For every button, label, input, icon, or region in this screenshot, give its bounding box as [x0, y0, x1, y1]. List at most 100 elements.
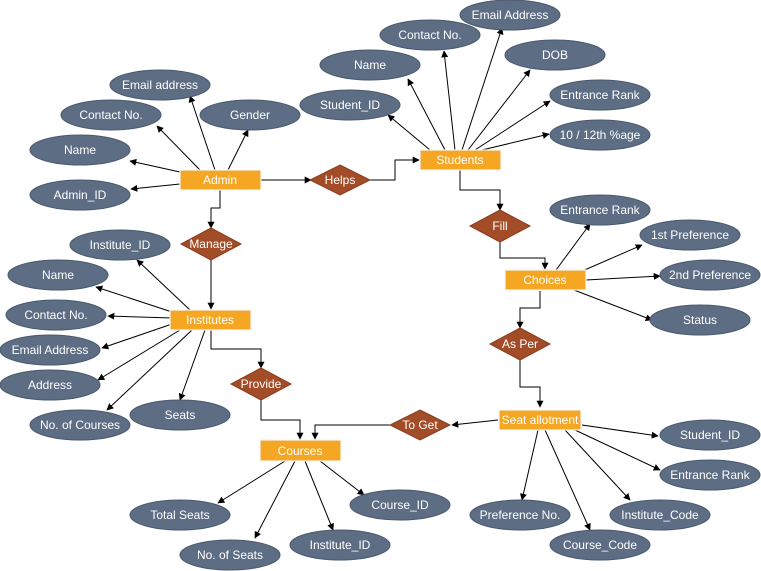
attr-label: Seats — [165, 408, 196, 422]
attr-students-dob: DOB — [504, 39, 606, 71]
rel-provide: Provide — [229, 367, 293, 401]
entities: Admin Students Institutes Choices Seat a… — [169, 149, 587, 462]
attr-label: 1st Preference — [651, 228, 729, 242]
attr-inst-address: Address — [0, 369, 101, 401]
relationships: Helps Fill Manage As Per Provide To Get — [179, 164, 552, 441]
attr-students-id: Student_ID — [299, 89, 401, 121]
attr-label: Course_ID — [371, 498, 429, 512]
edge-inst-id — [136, 259, 191, 311]
edge-students-name — [407, 78, 446, 151]
attr-inst-id: Institute_ID — [69, 229, 171, 261]
edge-seat-course-code — [544, 429, 591, 531]
attr-label: Total Seats — [150, 508, 209, 522]
entity-students: Students — [419, 149, 502, 171]
rel-label: Provide — [241, 377, 282, 391]
edge-courses-inst-id — [304, 460, 334, 531]
edge-choices-pref1 — [579, 244, 643, 273]
edge-seat-inst-code — [564, 429, 631, 501]
entity-label: Courses — [278, 444, 323, 458]
attr-label: Preference No. — [480, 508, 561, 522]
attr-inst-courses: No. of Courses — [29, 409, 131, 441]
edge-courses-seats — [254, 460, 296, 539]
attr-students-percent: 10 / 12th %age — [549, 119, 651, 151]
attr-seat-rank: Entrance Rank — [659, 459, 761, 491]
rel-as-per: As Per — [488, 327, 552, 361]
attr-label: Entrance Rank — [670, 468, 750, 482]
edge-seat-student-id — [581, 424, 659, 439]
attr-label: Address — [28, 378, 72, 392]
attr-label: Institute_Code — [621, 508, 699, 522]
rel-manage: Manage — [179, 227, 243, 261]
attr-label: Contact No. — [79, 108, 142, 122]
edge-students-email — [461, 27, 504, 151]
rel-fill: Fill — [468, 209, 532, 243]
attr-students-rank: Entrance Rank — [549, 79, 651, 111]
edge-admin-email — [188, 95, 216, 171]
edge-fill-choices — [499, 242, 549, 270]
attr-label: Student_ID — [680, 428, 740, 442]
entity-label: Choices — [523, 273, 566, 287]
attr-label: Email Address — [12, 343, 89, 357]
attr-choices-rank: Entrance Rank — [549, 194, 651, 226]
attr-label: DOB — [542, 48, 568, 62]
attr-choices-status: Status — [649, 304, 751, 336]
rel-label: Fill — [492, 219, 507, 233]
edge-students-fill — [459, 170, 504, 211]
edge-inst-contact — [107, 312, 173, 320]
rel-to-get: To Get — [388, 409, 452, 441]
rel-label: Manage — [189, 237, 233, 251]
rel-helps: Helps — [308, 164, 372, 196]
attr-label: Contact No. — [24, 308, 87, 322]
attr-courses-total: Total Seats — [129, 499, 231, 531]
edge-admin-gender — [227, 129, 249, 171]
edge-inst-seats — [178, 329, 206, 401]
attr-label: Gender — [230, 108, 270, 122]
attr-courses-seats: No. of Seats — [179, 539, 281, 571]
attr-label: Entrance Rank — [560, 88, 640, 102]
entity-institutes: Institutes — [169, 309, 252, 331]
attr-label: 10 / 12th %age — [560, 128, 641, 142]
rel-label: Helps — [325, 173, 356, 187]
attr-admin-email: Email address — [109, 69, 211, 101]
attr-label: Student_ID — [320, 98, 380, 112]
attr-label: Institute_ID — [310, 538, 371, 552]
edge-admin-contact — [156, 125, 201, 171]
attr-label: Admin_ID — [54, 188, 107, 202]
attr-admin-gender: Gender — [199, 99, 301, 131]
entity-choices: Choices — [504, 269, 587, 291]
edge-asper-seat — [519, 360, 544, 408]
attr-courses-id: Course_ID — [349, 489, 451, 521]
edge-students-dob — [467, 69, 531, 151]
edge-students-id — [387, 114, 431, 151]
edge-choices-pref2 — [585, 272, 661, 281]
attr-label: No. of Seats — [197, 548, 263, 562]
edge-seat-rank — [574, 429, 661, 471]
edge-students-rank — [474, 100, 551, 151]
attr-label: Name — [64, 143, 96, 157]
attr-inst-email: Email Address — [0, 334, 101, 366]
attr-choices-pref1: 1st Preference — [639, 219, 741, 251]
attr-students-email: Email Address — [459, 0, 561, 31]
attr-seat-inst-code: Institute_Code — [609, 499, 711, 531]
attr-admin-id: Admin_ID — [29, 179, 131, 211]
attr-label: Email address — [122, 78, 198, 92]
rel-label: As Per — [502, 337, 538, 351]
edge-inst-courses — [106, 329, 193, 411]
entity-label: Students — [436, 153, 483, 167]
edge-courses-total — [217, 460, 286, 504]
attr-inst-seats: Seats — [129, 399, 231, 431]
edge-choices-asper — [516, 291, 541, 329]
edge-provide-courses — [260, 400, 304, 440]
edge-admin-manage — [207, 190, 221, 229]
edge-choices-status — [573, 289, 653, 322]
rel-label: To Get — [402, 418, 438, 432]
edge-choices-rank — [555, 223, 591, 271]
attr-label: Entrance Rank — [560, 203, 640, 217]
edge-inst-address — [97, 329, 181, 381]
attr-seat-student-id: Student_ID — [659, 419, 761, 451]
entity-courses: Courses — [259, 439, 342, 462]
edge-toget-courses — [311, 424, 392, 440]
attr-inst-name: Name — [7, 259, 109, 291]
